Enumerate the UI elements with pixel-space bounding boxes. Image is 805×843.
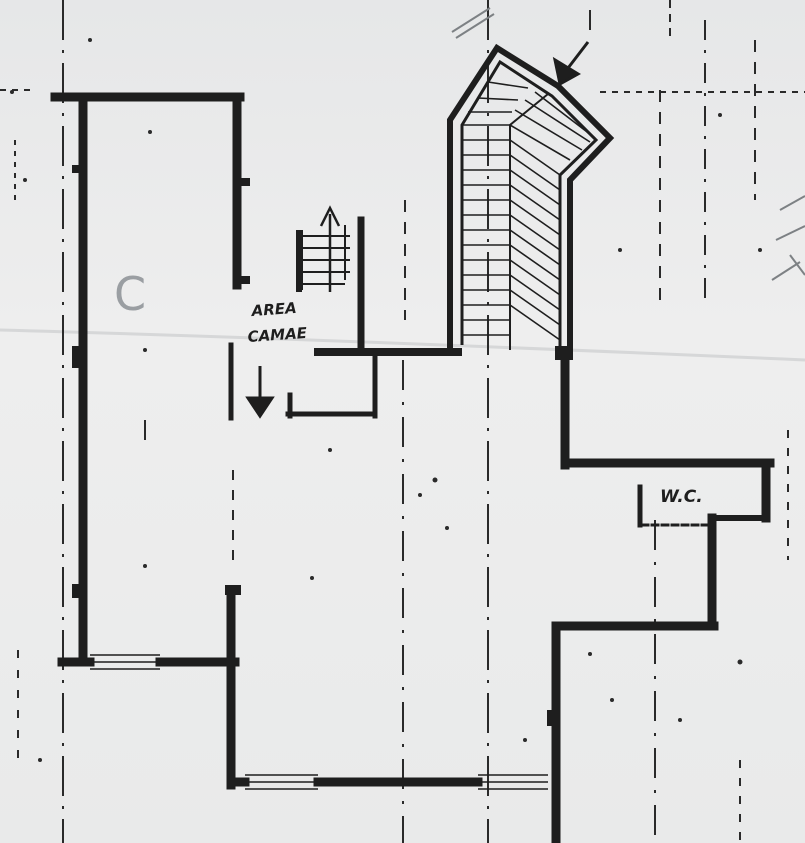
small-staircase (296, 225, 350, 292)
scatter-dots (10, 38, 762, 762)
main-staircase (447, 43, 615, 352)
paper-crease (0, 328, 805, 362)
up-arrow-icon (319, 205, 341, 292)
walls (50, 92, 775, 843)
stair-arrow-icon (552, 41, 590, 87)
door-nubs (72, 165, 573, 726)
area-label-line1: AREA (250, 299, 297, 320)
room-label-c: C (114, 267, 146, 321)
down-arrow-icon (245, 366, 275, 419)
windows (90, 654, 548, 790)
area-label-line2: CAMAE (247, 324, 308, 346)
wc-label: W.C. (660, 487, 703, 507)
pencil-marks (451, 7, 805, 281)
